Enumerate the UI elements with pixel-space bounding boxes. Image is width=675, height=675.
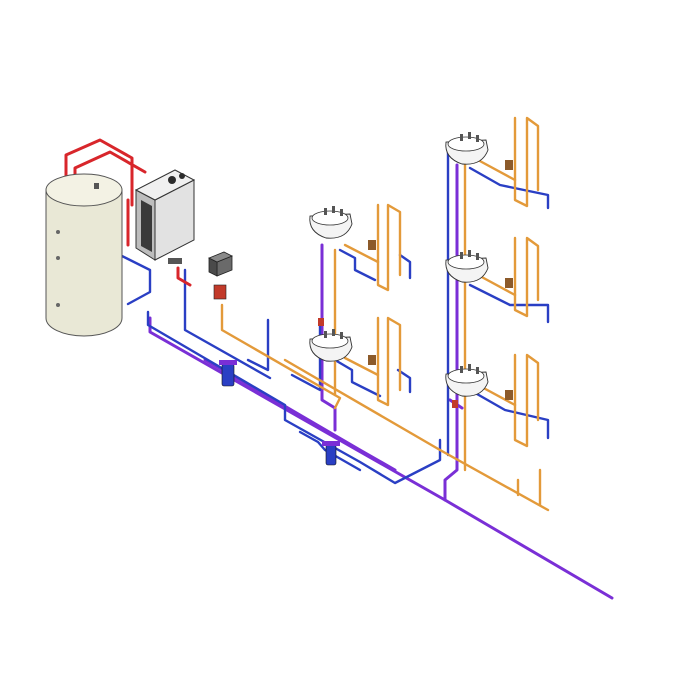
hot-branch-piping (220, 116, 550, 512)
tank-body (45, 189, 123, 337)
sink-rim (447, 254, 485, 270)
lavatory-sinks (309, 132, 489, 397)
valve (368, 355, 376, 365)
cold-trunk-down (146, 310, 442, 485)
heater-panel (141, 200, 152, 252)
heater-base-fittings (168, 258, 182, 264)
control-box-top (208, 251, 233, 263)
hot-loop-sink5 (513, 353, 540, 448)
faucet-handle (476, 253, 479, 260)
recirculation-piping (148, 163, 614, 600)
hot-branch-sink3 (476, 158, 517, 182)
hot-supply-heater-out (176, 266, 192, 287)
faucet-handle (460, 252, 463, 259)
faucet-spout (332, 206, 335, 213)
cold-stub-a (398, 253, 412, 280)
hot-branch-sink1 (343, 243, 380, 264)
cold-to-heater (183, 268, 272, 380)
hot-branch-sink2 (343, 356, 380, 377)
faucet-handle (340, 332, 343, 339)
mixing-valve (213, 284, 227, 300)
tank-fitting (94, 183, 99, 189)
tank-port-2 (56, 256, 60, 260)
heater-vent-2 (179, 173, 185, 179)
cold-branch-sink4 (468, 283, 550, 324)
faucet-handle (476, 367, 479, 374)
faucet-handle (324, 331, 327, 338)
faucet-spout (332, 329, 335, 336)
storage-tank (45, 173, 123, 337)
tank-port-1 (56, 230, 60, 234)
filter-body (221, 363, 235, 387)
filter-cap (219, 360, 237, 365)
faucet-spout (468, 132, 471, 139)
faucet-handle (460, 366, 463, 373)
valve-red (452, 400, 458, 408)
angle-valves (318, 160, 513, 408)
faucet-handle (460, 134, 463, 141)
cold-branch-sink1 (338, 248, 377, 282)
lavatory-sink (309, 329, 353, 362)
cold-main-from-tank (118, 253, 152, 306)
tank-top (45, 173, 123, 207)
hot-loop-sink3 (513, 116, 540, 208)
tankless-water-heater (134, 169, 196, 264)
faucet-spout (468, 250, 471, 257)
hot-loop-sink1 (376, 203, 402, 292)
control-box (208, 251, 233, 300)
hot-to-risers (283, 358, 550, 512)
valve-red (318, 318, 324, 326)
sink-rim (311, 333, 349, 349)
filter-cap (322, 441, 340, 446)
lavatory-sink (309, 206, 353, 239)
faucet-handle (324, 208, 327, 215)
sink-rim (447, 136, 485, 152)
tank-port-3 (56, 303, 60, 307)
sink-rim (447, 368, 485, 384)
cold-lower-run (298, 430, 362, 472)
lavatory-sink (445, 132, 489, 165)
cold-stub-b (396, 368, 412, 394)
lavatory-sink (445, 250, 489, 283)
valve (368, 240, 376, 250)
cold-riser-1 (246, 318, 270, 372)
faucet-spout (468, 364, 471, 371)
recirc-riser-right (443, 163, 459, 502)
faucet-handle (340, 209, 343, 216)
hot-supply-loop (64, 138, 134, 207)
sink-rim (311, 210, 349, 226)
faucet-handle (476, 135, 479, 142)
valve (505, 278, 513, 288)
heater-vent-1 (168, 176, 176, 184)
filter-housing-1 (219, 360, 237, 387)
hot-loop-sink2 (376, 316, 402, 407)
hot-branch-sink4 (476, 273, 517, 297)
filter-body (325, 444, 337, 466)
lavatory-sink (445, 364, 489, 397)
filter-housing-2 (322, 441, 340, 466)
hot-loop-sink4 (513, 236, 540, 318)
valve (505, 390, 513, 400)
cold-branch-sink3 (468, 166, 550, 210)
cold-branch-sink2 (333, 358, 382, 398)
valve (505, 160, 513, 170)
hot-main-run (220, 303, 342, 410)
